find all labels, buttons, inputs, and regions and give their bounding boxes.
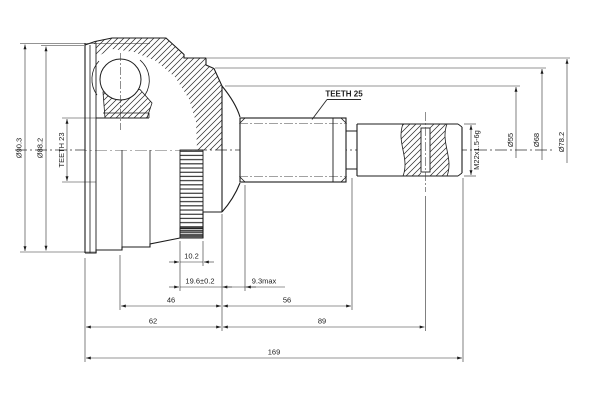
shaft: [221, 85, 463, 213]
spline-shaft: [239, 117, 347, 183]
dim-teeth-23: [62, 117, 96, 183]
fillet-top: [221, 85, 241, 118]
label-10-2: 10.2: [184, 252, 199, 261]
housing-section: [84, 37, 223, 254]
dim-dia-78-2: [207, 57, 570, 163]
dim-dia-88-2: [41, 45, 84, 251]
label-62: 62: [149, 317, 157, 326]
label-teeth-25-leader: [311, 99, 361, 120]
label-9-3max: 9.3max: [252, 277, 277, 286]
dim-thread: [464, 123, 476, 177]
bell-outline-top: [84, 37, 223, 212]
dimensions: [20, 43, 570, 362]
label-teeth-23: TEETH 23: [57, 132, 66, 167]
dim-dia-90-3: [20, 43, 150, 253]
label-dia-55: Ø55: [506, 133, 515, 147]
mouth-rim: [85, 44, 96, 150]
cage-arc-right: [139, 59, 150, 96]
label-thread: M22x1.5-6g: [472, 130, 481, 170]
label-19-6: 19.6±0.2: [185, 277, 214, 286]
abs-ring: [179, 149, 204, 239]
label-169: 169: [268, 348, 281, 357]
break-line: [444, 123, 450, 177]
label-46: 46: [167, 296, 175, 305]
label-89: 89: [318, 317, 326, 326]
label-56: 56: [283, 296, 291, 305]
dim-dia-55: [225, 85, 520, 158]
cage-arc-left: [91, 60, 100, 96]
ball-bearing: [99, 58, 142, 101]
fillet-bottom: [221, 182, 241, 213]
label-dia-68: Ø68: [532, 133, 541, 147]
break-line: [400, 123, 406, 177]
dim-dia-68: [215, 67, 546, 160]
thread-section: [356, 112, 463, 192]
label-dia-88-2: Ø88.2: [36, 138, 45, 158]
rear-stub: [202, 211, 222, 238]
label-dia-78-2: Ø78.2: [557, 132, 566, 152]
label-teeth-25: TEETH 25: [325, 90, 363, 99]
label-dia-90-3: Ø90.3: [15, 138, 24, 158]
